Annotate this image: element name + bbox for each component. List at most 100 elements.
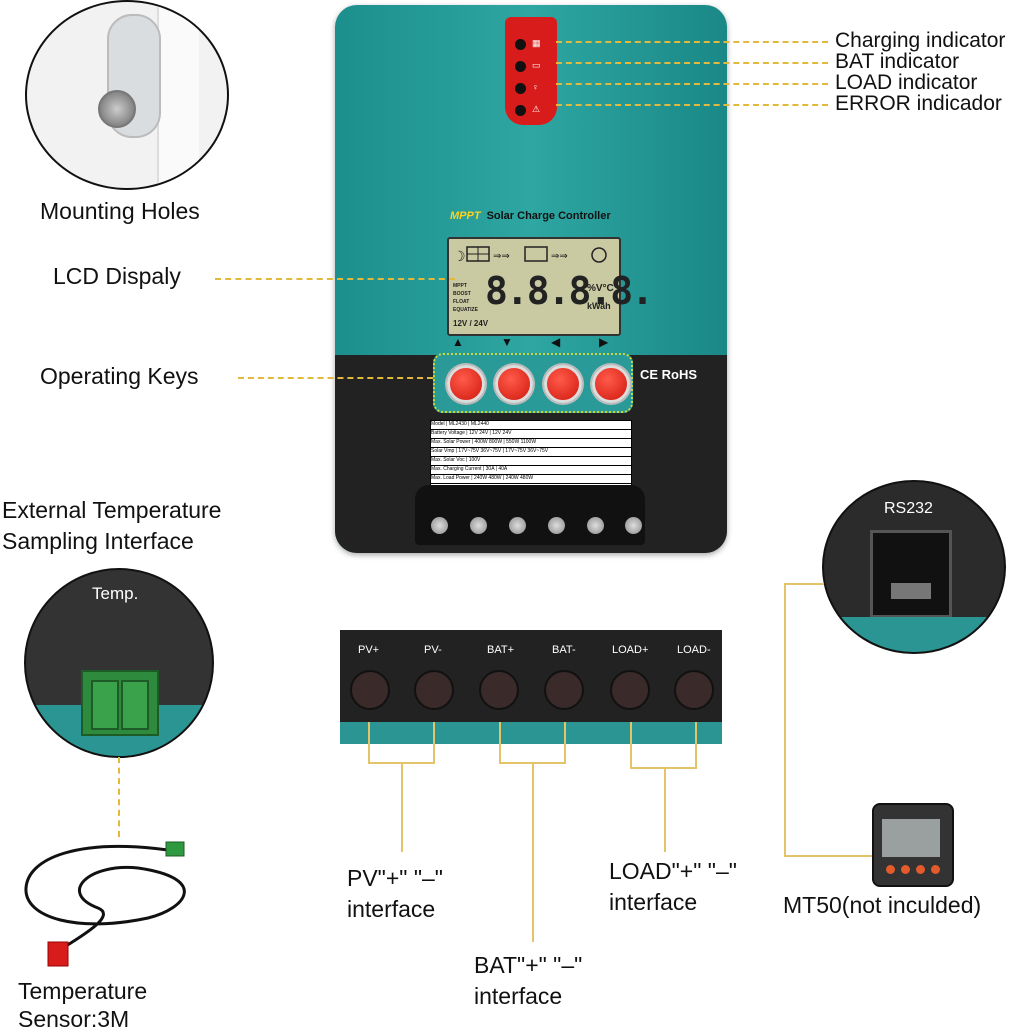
error-callout-line	[556, 104, 828, 106]
temp-connector	[81, 670, 159, 736]
load-bracket	[630, 767, 697, 769]
ext-temp-label-line2: Sampling Interface	[2, 528, 194, 554]
brand-label: MPPT	[450, 210, 481, 222]
load-interface-label-line2: interface	[609, 889, 698, 915]
bat-indicator-label: BAT indicator	[835, 50, 960, 73]
left-arrow-icon: ◀	[551, 335, 561, 349]
temp-port-label: Temp.	[92, 584, 139, 603]
bulb-icon: ♀	[532, 82, 539, 92]
lcd-mode-mppt: MPPT	[453, 283, 467, 289]
mt50-label: MT50(not inculded)	[783, 892, 982, 918]
connector-pin	[121, 680, 149, 730]
operating-keys-label: Operating Keys	[40, 363, 199, 389]
up-arrow-icon: ▲	[452, 335, 464, 349]
terminal-label-load-plus: LOAD+	[612, 644, 649, 656]
charging-indicator-label: Charging indicator	[835, 29, 1006, 52]
bat-bracket	[499, 722, 501, 762]
mt50-button	[886, 865, 895, 874]
load-bracket	[695, 722, 697, 767]
mounting-holes-label: Mounting Holes	[40, 198, 200, 224]
port-contacts	[891, 583, 931, 599]
bat-led	[515, 61, 526, 72]
terminal-hole	[544, 670, 584, 710]
lcd-callout-line	[215, 278, 455, 280]
terminal-strip	[415, 485, 645, 545]
error-indicator-label: ERROR indicador	[835, 92, 1002, 115]
charging-callout-line	[556, 41, 828, 43]
teal-edge	[824, 617, 1004, 652]
right-key[interactable]	[592, 365, 630, 403]
terminal-screw	[431, 517, 448, 534]
pv-bracket	[368, 722, 370, 762]
controller-title: MPPT Solar Charge Controller	[450, 210, 611, 222]
rs232-callout-line	[784, 583, 786, 855]
svg-text:☽: ☽	[453, 248, 466, 264]
spec-table: Model | ML2430 | ML2440 Battery Voltage …	[430, 420, 632, 486]
right-arrow-icon: ▶	[599, 335, 609, 349]
bat-interface-label-line1: BAT"+" "–"	[474, 952, 583, 978]
rs232-port	[870, 530, 952, 618]
down-key[interactable]	[495, 365, 533, 403]
load-led	[515, 83, 526, 94]
rs232-detail: RS232	[822, 480, 1006, 654]
bat-bracket	[564, 722, 566, 762]
mt50-button	[901, 865, 910, 874]
temp-callout-line	[118, 757, 120, 837]
lcd-digits: 8.8.8.8.	[485, 269, 654, 313]
lcd-display: ☽ ⇒⇒ ⇒⇒ MPPT BOOST FLOAT EQUATIZE 8.8.8.…	[447, 237, 654, 336]
svg-text:⇒⇒: ⇒⇒	[493, 251, 510, 262]
spec-row: Battery Voltage | 12V 24V | 12V 24V	[431, 430, 631, 439]
keys-callout-line	[238, 377, 433, 379]
solar-charge-controller: ▦ ▭ ♀ ⚠ MPPT Solar Charge Controller ☽ ⇒⇒…	[335, 5, 727, 553]
terminal-screw	[625, 517, 642, 534]
certification-marks: CE RoHS	[640, 367, 698, 382]
lcd-flow-icons: ☽ ⇒⇒ ⇒⇒	[453, 246, 607, 264]
warning-icon: ⚠	[532, 104, 541, 114]
pv-interface-label-line2: interface	[347, 896, 436, 922]
pv-bracket	[401, 762, 403, 852]
mounting-hole-detail	[25, 0, 229, 190]
terminal-label-pv-plus: PV+	[358, 644, 380, 656]
terminal-screw	[548, 517, 565, 534]
mt50-screen	[882, 819, 940, 857]
terminal-screw	[587, 517, 604, 534]
up-key[interactable]	[447, 365, 485, 403]
bracket-edge	[157, 2, 199, 188]
indicator-panel: ▦ ▭ ♀ ⚠	[505, 17, 557, 125]
pv-interface-label-line1: PV"+" "–"	[347, 865, 443, 891]
terminal-label-pv-minus: PV-	[424, 644, 442, 656]
terminal-hole	[674, 670, 714, 710]
down-arrow-icon: ▼	[501, 335, 513, 349]
terminal-hole	[414, 670, 454, 710]
bat-interface-label-line2: interface	[474, 983, 563, 1009]
rs232-callout-line	[784, 855, 872, 857]
rs232-callout-line	[784, 583, 824, 585]
spec-row: Model | ML2430 | ML2440	[431, 421, 631, 430]
temp-sensor-label-line1: Temperature	[18, 978, 148, 1004]
solar-panel-icon: ▦	[532, 38, 541, 48]
ext-temp-label-line1: External Temperature	[2, 497, 222, 523]
svg-text:⇒⇒: ⇒⇒	[551, 251, 568, 262]
load-bracket	[630, 722, 632, 767]
terminal-panel: PV+ PV- BAT+ BAT- LOAD+ LOAD-	[340, 630, 722, 744]
spec-row: Max. Load Power | 240W 480W | 240W 480W	[431, 475, 631, 484]
terminal-hole	[479, 670, 519, 710]
terminal-screw	[470, 517, 487, 534]
mt50-button	[916, 865, 925, 874]
temp-sensor-label-line2: Sensor:3M	[18, 1006, 130, 1032]
terminal-label-bat-plus: BAT+	[487, 644, 515, 656]
left-key[interactable]	[544, 365, 582, 403]
load-interface-label-line1: LOAD"+" "–"	[609, 858, 737, 884]
load-callout-line	[556, 83, 828, 85]
pv-bracket	[433, 722, 435, 762]
operating-keys-panel	[433, 353, 633, 413]
title-label: Solar Charge Controller	[486, 210, 611, 222]
bat-callout-line	[556, 62, 828, 64]
mt50-meter	[872, 803, 954, 887]
lcd-mode-float: FLOAT	[453, 299, 470, 305]
rs232-label: RS232	[884, 500, 933, 517]
spec-row: Max. Solar Power | 400W 800W | 550W 1100…	[431, 439, 631, 448]
lcd-mode-equatize: EQUATIZE	[453, 307, 478, 313]
terminal-label-load-minus: LOAD-	[677, 644, 711, 656]
lcd-units: %V°C	[587, 283, 614, 294]
